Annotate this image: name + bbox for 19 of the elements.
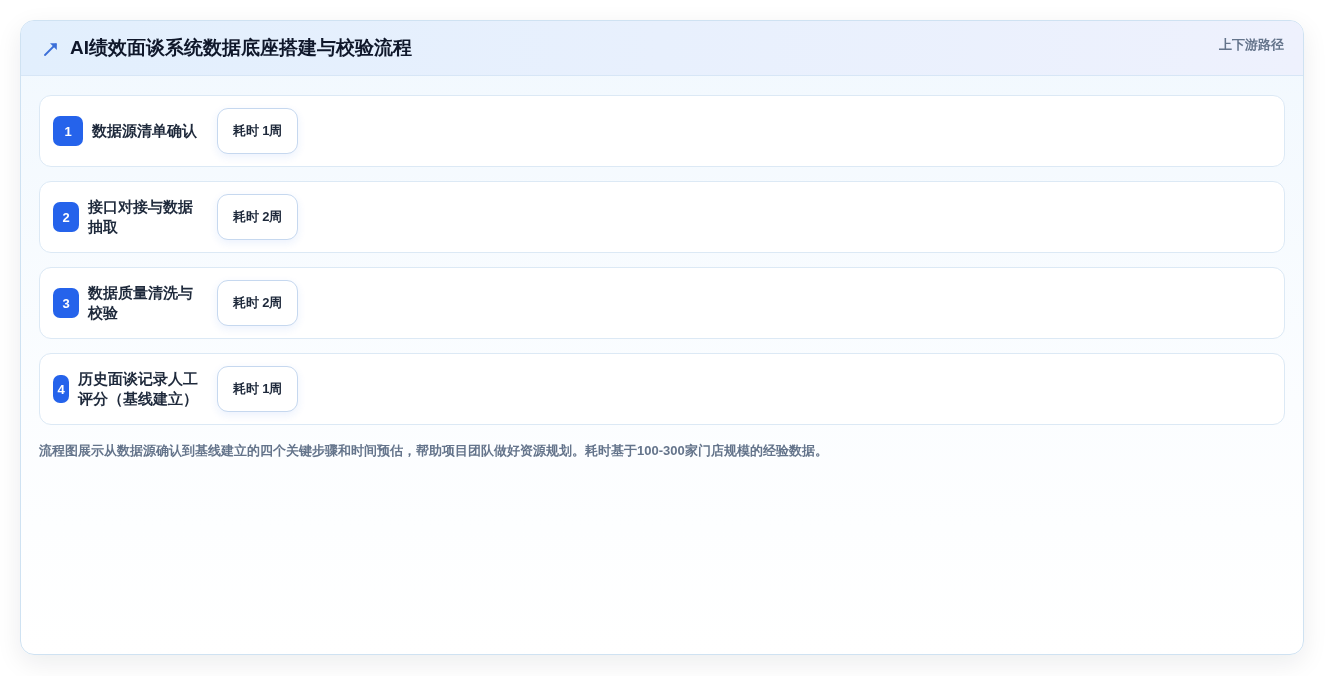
- step-number: 3: [53, 288, 79, 318]
- duration-tag: 耗时 1周: [217, 108, 298, 154]
- title: AI绩效面谈系统数据底座搭建与校验流程: [70, 36, 412, 60]
- step-card: [39, 95, 1285, 167]
- step-number: 1: [53, 116, 83, 146]
- step-title: 接口对接与数据抽取: [88, 197, 194, 237]
- duration-tag: 耗时 2周: [217, 194, 298, 240]
- step-title: 数据源清单确认: [92, 121, 198, 141]
- step-number: 4: [53, 375, 69, 403]
- step-title: 历史面谈记录人工评分（基线建立）: [78, 369, 199, 409]
- step-card: [39, 353, 1285, 425]
- step-card: [39, 181, 1285, 253]
- step-card: [39, 267, 1285, 339]
- step-number: 2: [53, 202, 79, 232]
- duration-tag: 耗时 2周: [217, 280, 298, 326]
- step-title: 数据质量清洗与校验: [88, 283, 194, 323]
- header-label: 上下游路径: [1219, 36, 1284, 54]
- caption: 流程图展示从数据源确认到基线建立的四个关键步骤和时间预估，帮助项目团队做好资源规划。耗时基于100-300家门店规模的经验数据。: [39, 442, 828, 460]
- duration-tag: 耗时 1周: [217, 366, 298, 412]
